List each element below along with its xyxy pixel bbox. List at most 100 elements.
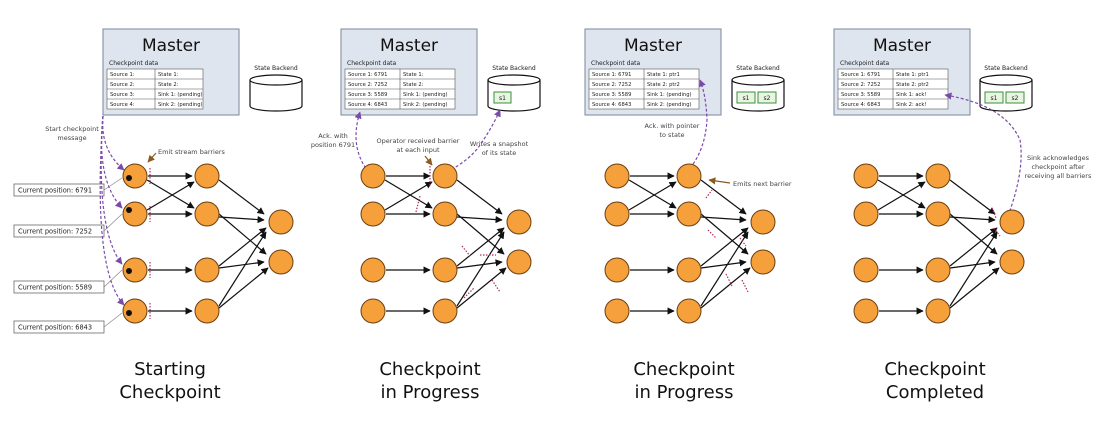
operator-node <box>925 298 951 324</box>
snapshot-box <box>736 91 756 104</box>
source-node <box>122 163 148 189</box>
position-label: Current position: 7252 <box>13 224 105 238</box>
state-backend-cylinder: s1 s2 <box>731 74 785 112</box>
checkpoint-data-label: Checkpoint data <box>840 60 890 67</box>
barriers <box>705 189 749 293</box>
operator-node <box>194 298 220 324</box>
table-cell: Source 3: 5589 <box>592 92 631 98</box>
table-cell: Source 1: 6791 <box>348 72 387 78</box>
master-box: Master Checkpoint data Source 1: 6791 St… <box>833 28 971 116</box>
source-node <box>604 257 630 283</box>
state-backend-label: State Backend <box>254 65 298 72</box>
caption: Checkpoint <box>119 382 220 403</box>
snapshot-label: s2 <box>1012 95 1019 102</box>
annotation: Sink acknowledges <box>1027 154 1090 162</box>
state-backend-cylinder: s1 <box>487 74 541 112</box>
stream-edges <box>877 172 1000 315</box>
position-label: Current position: 6843 <box>13 320 105 334</box>
sink-node <box>750 249 776 275</box>
source-node <box>360 163 386 189</box>
operator-node <box>676 201 702 227</box>
panel-checkpoint-completed: Master Checkpoint data Source 1: 6791 St… <box>833 28 1092 403</box>
table-cell: Source 2: <box>110 82 135 88</box>
snapshot-box <box>1005 91 1025 104</box>
snapshot-label: s2 <box>764 95 771 102</box>
operator-node <box>194 201 220 227</box>
operator-nodes <box>853 163 1025 324</box>
source-node <box>360 298 386 324</box>
annotation: Emit stream barriers <box>158 148 226 156</box>
source-node <box>604 163 630 189</box>
table-cell: Sink 1: (pending) <box>647 92 692 98</box>
source-node <box>853 201 879 227</box>
sink-node <box>506 249 532 275</box>
annotation: position 6791 <box>311 141 355 149</box>
annotation: Start checkpoint <box>45 125 99 133</box>
snapshot-label: s1 <box>499 95 506 102</box>
snapshot-label: s1 <box>743 95 750 102</box>
stream-edges <box>628 172 751 315</box>
checkpoint-data-label: Checkpoint data <box>591 60 641 67</box>
table-cell: Source 4: <box>110 102 135 108</box>
table-cell: Sink 1: ack! <box>896 92 927 98</box>
operator-node <box>676 257 702 283</box>
operator-node <box>432 298 458 324</box>
caption: in Progress <box>635 382 734 403</box>
table-cell: Source 3: 5589 <box>348 92 387 98</box>
annotation: Emits next barrier <box>733 180 792 188</box>
ack-arrows <box>689 79 708 169</box>
sink-node <box>999 249 1025 275</box>
table-cell: Sink 2: (pending) <box>158 102 203 108</box>
annotation: Ack. with pointer <box>645 122 700 130</box>
table-cell: State 1: <box>403 72 424 78</box>
annotation: to state <box>659 131 684 139</box>
snapshot-box <box>757 91 777 104</box>
svg-text:Current position: 7252: Current position: 7252 <box>18 228 92 236</box>
operator-node <box>676 298 702 324</box>
table-cell: Source 2: 7252 <box>841 82 880 88</box>
operator-node <box>925 257 951 283</box>
table-cell: Sink 2: (pending) <box>647 102 692 108</box>
caption: Starting <box>134 359 206 380</box>
table-cell: Source 3: 5589 <box>841 92 880 98</box>
table-cell: Source 3: <box>110 92 135 98</box>
start-checkpoint-arrows <box>99 115 125 306</box>
panel-checkpoint-in-progress-1: Master Checkpoint data Source 1: 6791 St… <box>311 28 541 403</box>
table-cell: Source 1: 6791 <box>592 72 631 78</box>
master-box: Master Checkpoint data Source 1: State 1… <box>102 28 240 116</box>
annotation: receiving all barriers <box>1025 172 1092 180</box>
checkpoint-table: Source 1: 6791 State 1: Source 2: 7252 S… <box>344 68 456 110</box>
annotation: checkpoint after <box>1031 163 1084 171</box>
master-box: Master Checkpoint data Source 1: 6791 St… <box>584 28 722 116</box>
source-node <box>122 257 148 283</box>
table-cell: State 2: ptr2 <box>647 82 680 88</box>
caption: in Progress <box>381 382 480 403</box>
source-node <box>122 201 148 227</box>
annotation: message <box>57 134 86 142</box>
checkpoint-data-label: Checkpoint data <box>347 60 397 67</box>
source-node <box>853 257 879 283</box>
table-cell: State 1: <box>158 72 179 78</box>
stream-edges <box>146 172 269 315</box>
table-cell: State 2: <box>403 82 424 88</box>
master-box: Master Checkpoint data Source 1: 6791 St… <box>340 28 478 116</box>
operator-nodes <box>360 163 532 324</box>
annotation-arrow <box>147 152 157 163</box>
sink-node <box>999 209 1025 235</box>
panel-starting-checkpoint: Master Checkpoint data Source 1: State 1… <box>13 28 303 403</box>
source-node <box>853 298 879 324</box>
snapshot-box <box>984 91 1004 104</box>
checkpoint-table: Source 1: 6791 State 1: ptr1 Source 2: 7… <box>837 68 949 110</box>
sink-node <box>506 209 532 235</box>
annotation-arrow <box>708 177 731 185</box>
ack-arrows <box>944 92 1022 217</box>
table-cell: State 2: <box>158 82 179 88</box>
source-node <box>604 201 630 227</box>
master-title: Master <box>624 36 682 56</box>
svg-text:Current position: 6843: Current position: 6843 <box>18 324 92 332</box>
sink-node <box>268 249 294 275</box>
table-cell: Sink 2: ack! <box>896 102 927 108</box>
master-title: Master <box>873 36 931 56</box>
annotation-arrow <box>424 155 433 166</box>
